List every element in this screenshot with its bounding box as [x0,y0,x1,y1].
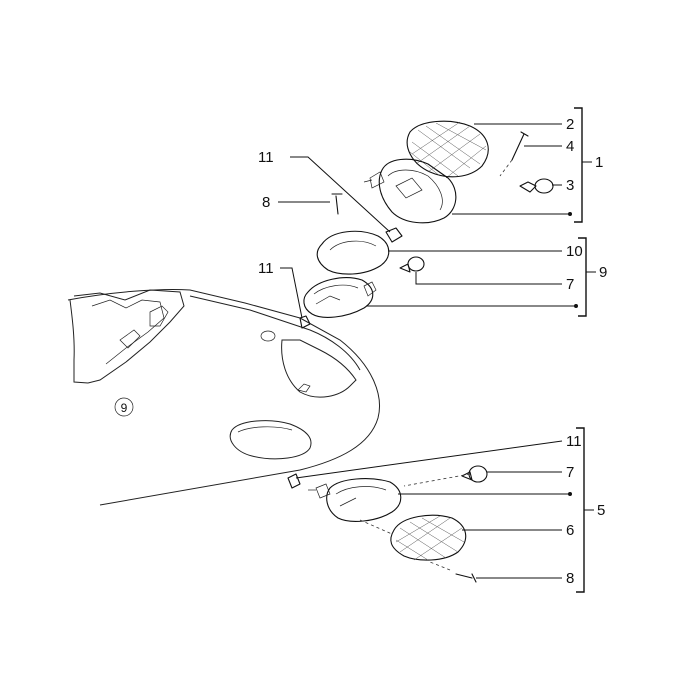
frame-cutaway [73,289,185,384]
indicator-housing-1 [378,158,457,224]
frame-inner-detail [91,299,165,365]
callout-11-a: 11 [258,149,274,166]
callout-assembly-5: 5 [597,502,605,519]
bulb-7-b-axis [403,473,471,487]
indicator-housing-5 [326,478,402,522]
callout-8-b: 8 [566,570,574,587]
lens-6-axis [359,519,393,535]
frame-bracket-lower [119,329,141,349]
leader-7-a [415,272,562,285]
bracket-assembly-5 [576,427,585,593]
callout-11-b: 11 [258,260,274,277]
lens-part-6 [390,514,467,561]
callout-4: 4 [566,138,574,155]
clip-part-11-c [287,473,301,489]
housing-5-connector [315,483,331,499]
assembly-brackets [574,107,596,593]
bulb-7-a-base [399,263,411,273]
callout-assembly-1: 1 [595,154,603,171]
screw-part-4 [511,133,525,161]
body-recess [281,339,357,398]
vehicle-body: 9 [67,288,380,506]
lens-10-highlight [329,240,377,251]
body-top-inner [189,295,361,371]
clip-part-11-b [299,315,311,329]
lens-hatching-cross [411,121,487,179]
housing-wire [363,179,373,183]
lens-hatching [409,122,487,177]
frame-bracket [149,305,169,327]
screw-head-4 [520,131,529,137]
clip-part-11-a [385,227,403,243]
callout-assembly-9: 9 [599,264,607,281]
frame-left-edge [69,299,89,384]
indicator-assembly-5 [287,465,488,583]
callout-7-b: 7 [566,464,574,481]
bracket-assembly-1 [574,107,583,223]
recess-clip [297,383,311,393]
bulb-part-3 [534,178,554,194]
bracket-assembly-9 [578,237,587,317]
housing-9-tab [363,281,377,297]
body-lens-opening [229,420,312,460]
callout-6: 6 [566,522,574,539]
lens-part-2 [406,120,489,178]
callout-2: 2 [566,116,574,133]
lens-6-hatching-cross [395,515,463,561]
lens-6-hatching [395,517,465,561]
bulb-part-7-a [407,256,425,272]
callout-11-c: 11 [566,433,582,450]
leader-11-c [295,440,563,479]
bulb-base-3 [519,181,537,193]
lens-part-10 [316,230,390,275]
housing-5-inner [335,486,387,507]
indicator-assembly-9 [299,193,425,329]
body-right-curve [299,317,380,471]
body-badge-circle [114,397,134,417]
leader-5-dot [568,492,572,496]
body-top-contour [67,288,301,319]
leader-1-dot [568,212,572,216]
housing-9-inner [313,284,359,305]
bulb-7-b-base [461,471,473,481]
bulb-socket [395,177,423,199]
callout-7-a: 7 [566,276,574,293]
screw-head-8-b [471,573,477,583]
callout-10: 10 [566,243,583,260]
leader-11-a [290,156,391,233]
body-lower-edge [99,469,301,506]
indicator-assembly-1 [363,120,554,243]
screw-part-8-a [335,195,339,215]
housing-connector [369,171,385,189]
screw-4-axis [499,159,513,177]
leader-9-dot [574,304,578,308]
body-badge-label: 9 [121,401,128,415]
callout-labels: 2 4 3 1 11 8 10 11 7 9 11 7 6 8 5 [258,116,607,587]
indicator-housing-9 [303,277,374,318]
body-hole [260,330,276,342]
housing-inner-rim [387,169,443,211]
leader-11-b [280,267,303,319]
screw-part-8-b [455,573,473,579]
callout-8-a: 8 [262,194,270,211]
lens-opening-inner [237,426,293,433]
leader-lines [278,123,578,579]
callout-3: 3 [566,177,574,194]
screw-8-b-axis [429,561,451,571]
